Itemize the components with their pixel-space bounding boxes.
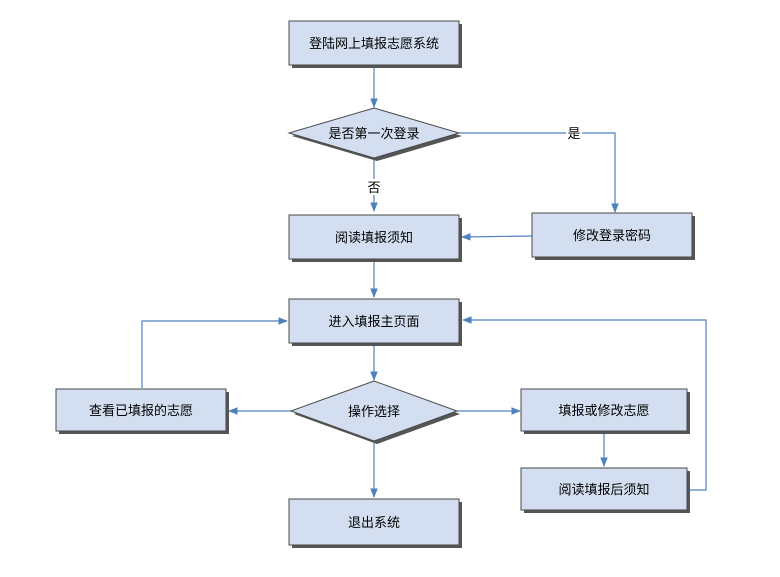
node-change-password-label: 修改登录密码 [573, 228, 651, 244]
node-fill-or-modify: 填报或修改志愿 [520, 388, 690, 434]
node-choose-action-label: 操作选择 [348, 404, 400, 420]
node-choose-action: 操作选择 [289, 380, 460, 444]
edges [141, 66, 707, 498]
node-login: 登陆网上填报志愿系统 [288, 20, 462, 68]
node-change-password: 修改登录密码 [531, 212, 695, 260]
node-fill-or-modify-label: 填报或修改志愿 [558, 404, 649, 419]
edge-change-password-to-read-notice [461, 233, 533, 241]
node-read-post-notice: 阅读填报后须知 [520, 467, 690, 513]
edge-label-no: 否 [367, 181, 380, 196]
node-read-notice: 阅读填报须知 [288, 214, 462, 262]
node-view-choices: 查看已填报的志愿 [55, 388, 229, 434]
edge-first-login-yes-to-change-password [459, 132, 619, 213]
edge-labels: 是 否 [366, 125, 582, 196]
node-view-choices-label: 查看已填报的志愿 [89, 403, 193, 419]
node-exit: 退出系统 [288, 498, 462, 548]
node-main-page: 进入填报主页面 [288, 298, 462, 346]
node-main-page-label: 进入填报主页面 [328, 315, 419, 330]
node-read-post-notice-label: 阅读填报后须知 [558, 482, 649, 498]
edge-view-choices-back-to-main-page [141, 317, 288, 388]
node-read-notice-label: 阅读填报须知 [335, 230, 413, 246]
node-first-login-label: 是否第一次登录 [328, 126, 419, 142]
edge-label-yes: 是 [567, 127, 580, 142]
node-exit-label: 退出系统 [348, 516, 400, 531]
node-first-login: 是否第一次登录 [287, 107, 462, 161]
node-login-label: 登陆网上填报志愿系统 [309, 36, 439, 52]
edge-read-post-notice-back-to-main-page [462, 316, 707, 491]
